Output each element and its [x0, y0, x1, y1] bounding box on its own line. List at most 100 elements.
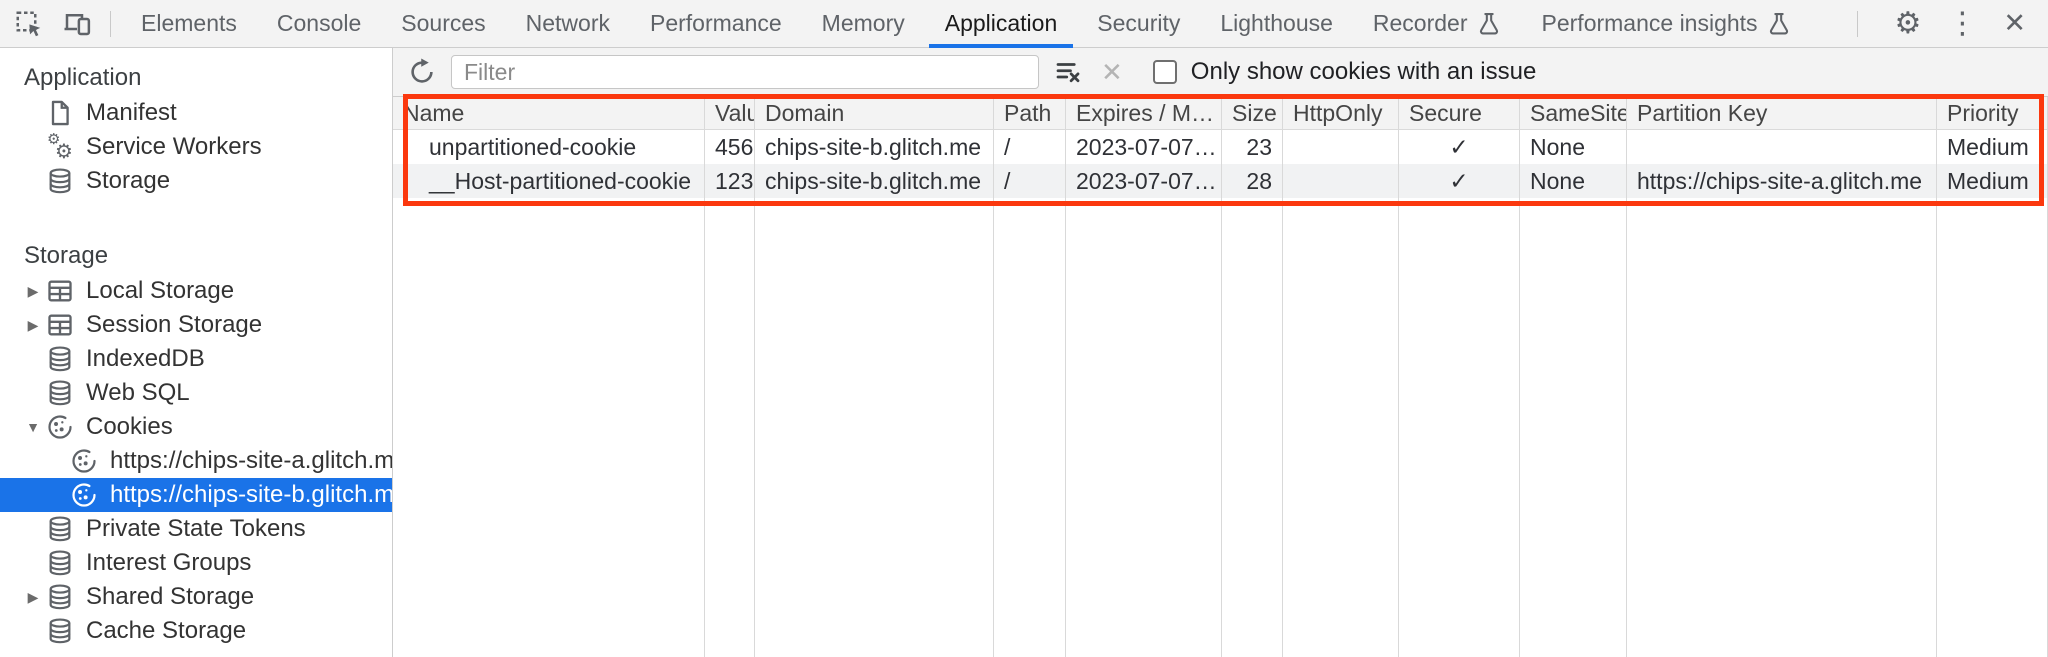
- clear-filter-icon[interactable]: [1053, 57, 1083, 87]
- tab-recorder[interactable]: Recorder: [1353, 0, 1522, 47]
- cell-priority[interactable]: Medium: [1937, 130, 2048, 164]
- cell-samesite[interactable]: None: [1520, 130, 1627, 164]
- cell-priority[interactable]: Medium: [1937, 164, 2048, 198]
- sidebar-item-cache-storage[interactable]: Cache Storage: [0, 614, 392, 648]
- tab-performance[interactable]: Performance: [630, 0, 802, 47]
- cell-partition-key[interactable]: [1627, 130, 1937, 164]
- cell-path[interactable]: /: [994, 130, 1066, 164]
- sidebar-item-manifest[interactable]: Manifest: [0, 96, 392, 130]
- expand-arrow-icon[interactable]: ▶: [27, 282, 39, 299]
- column-header-priority[interactable]: Priority: [1937, 97, 2048, 129]
- refresh-icon[interactable]: [407, 57, 437, 87]
- cell-secure-checkmark[interactable]: ✓: [1399, 130, 1520, 164]
- expand-arrow-icon[interactable]: ▶: [27, 588, 39, 605]
- cookies-panel: ✕ Only show cookies with an issue Name V…: [393, 48, 2048, 657]
- issue-checkbox[interactable]: [1152, 60, 1177, 84]
- cookie-row-unpartitioned[interactable]: unpartitioned-cookie 456 chips-site-b.gl…: [393, 130, 2048, 164]
- cell-name[interactable]: unpartitioned-cookie: [393, 130, 705, 164]
- sidebar-item-cookies-chips-site-b[interactable]: https://chips-site-b.glitch.me: [0, 478, 392, 512]
- database-icon: [46, 583, 74, 611]
- cell-httponly[interactable]: [1283, 164, 1399, 198]
- filter-input[interactable]: [451, 55, 1039, 89]
- tab-console[interactable]: Console: [257, 0, 381, 47]
- sidebar-item-service-workers[interactable]: ⚙⚙ Service Workers: [47, 131, 262, 163]
- column-header-value[interactable]: Value: [705, 97, 755, 129]
- cell-expires[interactable]: 2023-07-07…: [1066, 164, 1222, 198]
- cell-path[interactable]: /: [994, 164, 1066, 198]
- tab-label: Memory: [821, 10, 905, 36]
- cell-size[interactable]: 23: [1222, 130, 1283, 164]
- cookie-row-host-partitioned[interactable]: __Host-partitioned-cookie 123 chips-site…: [393, 164, 2048, 198]
- issue-checkbox-label[interactable]: Only show cookies with an issue: [1190, 58, 1537, 85]
- tab-label: Lighthouse: [1220, 10, 1333, 36]
- tab-lighthouse[interactable]: Lighthouse: [1200, 0, 1353, 47]
- cell-name[interactable]: __Host-partitioned-cookie: [393, 164, 705, 198]
- cell-size[interactable]: 28: [1222, 164, 1283, 198]
- column-header-size[interactable]: Size: [1222, 97, 1283, 129]
- section-title-storage: Storage: [24, 242, 109, 269]
- document-icon: [46, 99, 74, 127]
- toolbar-divider: [1857, 10, 1859, 37]
- settings-gear-icon[interactable]: ⚙: [1894, 6, 1922, 40]
- tab-network[interactable]: Network: [506, 0, 630, 47]
- column-header-expires[interactable]: Expires / M…: [1066, 97, 1222, 129]
- cell-value[interactable]: 123: [705, 164, 755, 198]
- cell-domain[interactable]: chips-site-b.glitch.me: [755, 164, 994, 198]
- tab-label: Security: [1097, 10, 1181, 36]
- database-icon: [46, 345, 74, 373]
- cell-domain[interactable]: chips-site-b.glitch.me: [755, 130, 994, 164]
- sidebar-item-cookies[interactable]: ▼ Cookies: [0, 410, 392, 444]
- tab-performance-insights[interactable]: Performance insights: [1522, 0, 1812, 47]
- cell-value[interactable]: 456: [705, 130, 755, 164]
- cell-httponly[interactable]: [1283, 130, 1399, 164]
- sidebar-item-session-storage[interactable]: ▶ Session Storage: [0, 308, 392, 342]
- experiment-flask-icon: [1476, 11, 1502, 37]
- expand-arrow-icon[interactable]: ▶: [27, 316, 39, 333]
- column-header-secure[interactable]: Secure: [1399, 97, 1520, 129]
- sidebar-item-indexeddb[interactable]: IndexedDB: [0, 342, 392, 376]
- column-header-httponly[interactable]: HttpOnly: [1283, 97, 1399, 129]
- panel-tabs: Elements Console Sources Network Perform…: [121, 0, 1847, 48]
- database-icon: [46, 167, 74, 195]
- column-header-samesite[interactable]: SameSite: [1520, 97, 1627, 129]
- column-header-domain[interactable]: Domain: [755, 97, 994, 129]
- cell-expires[interactable]: 2023-07-07…: [1066, 130, 1222, 164]
- column-header-path[interactable]: Path: [994, 97, 1066, 129]
- collapse-arrow-icon[interactable]: ▼: [26, 419, 40, 435]
- column-header-name[interactable]: Name: [393, 97, 705, 129]
- tab-application[interactable]: Application: [925, 0, 1078, 48]
- tab-security[interactable]: Security: [1077, 0, 1200, 47]
- close-devtools-icon[interactable]: ✕: [2003, 8, 2026, 38]
- sidebar-item-private-state-tokens[interactable]: Private State Tokens: [0, 512, 392, 546]
- sidebar-item-cookies-chips-site-a[interactable]: https://chips-site-a.glitch.me: [0, 444, 392, 478]
- tab-label: Sources: [401, 10, 486, 36]
- experiment-flask-icon: [1766, 11, 1792, 37]
- inspect-element-icon[interactable]: [14, 9, 44, 39]
- tab-memory[interactable]: Memory: [802, 0, 925, 47]
- sidebar-item-shared-storage[interactable]: ▶ Shared Storage: [0, 580, 392, 614]
- sidebar-item-local-storage[interactable]: ▶ Local Storage: [0, 274, 392, 308]
- sidebar-item-web-sql[interactable]: Web SQL: [0, 376, 392, 410]
- cell-partition-key[interactable]: https://chips-site-a.glitch.me: [1627, 164, 1937, 198]
- tab-label: Console: [276, 10, 362, 36]
- cookie-table-header: Name Value Domain Path Expires / M… Size…: [393, 97, 2048, 130]
- toolbar-divider: [110, 10, 111, 37]
- tab-elements[interactable]: Elements: [121, 0, 257, 47]
- table-empty-area: [393, 198, 2048, 657]
- tab-sources[interactable]: Sources: [381, 0, 505, 47]
- device-toolbar-icon[interactable]: [62, 9, 92, 39]
- cookie-icon: [70, 447, 98, 475]
- sidebar-item-storage[interactable]: Storage: [0, 164, 392, 198]
- database-icon: [46, 617, 74, 645]
- tab-label: Application: [944, 10, 1058, 36]
- sidebar-item-interest-groups[interactable]: Interest Groups: [0, 546, 392, 580]
- cell-samesite[interactable]: None: [1520, 164, 1627, 198]
- cell-secure-checkmark[interactable]: ✓: [1399, 164, 1520, 198]
- section-title-application: Application: [24, 64, 142, 91]
- cookie-icon: [46, 413, 74, 441]
- more-options-icon[interactable]: ⋮: [1947, 6, 1978, 40]
- clear-icon[interactable]: ✕: [1101, 57, 1123, 87]
- column-header-partition-key[interactable]: Partition Key: [1627, 97, 1937, 129]
- table-grid-icon: [46, 277, 74, 305]
